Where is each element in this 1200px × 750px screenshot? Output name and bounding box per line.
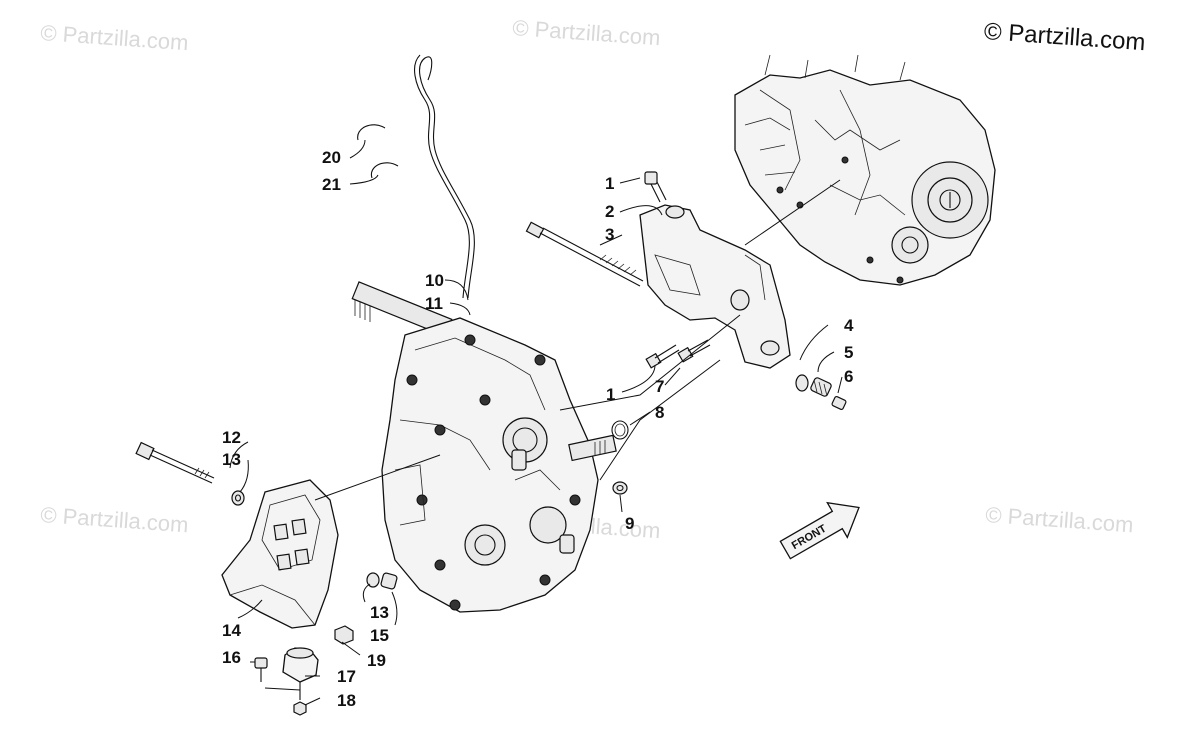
callout-5: 5: [844, 343, 853, 362]
callout-14: 14: [222, 621, 241, 640]
mount-bracket-14: [221, 479, 339, 629]
washer-13-spacer-15: [366, 572, 398, 590]
bolts-1-7: [645, 339, 711, 369]
callout-12: 12: [222, 428, 241, 447]
callout-9: 9: [625, 514, 634, 533]
callout-18: 18: [337, 691, 356, 710]
callout-20: 20: [322, 148, 341, 167]
callout-1: 1: [605, 174, 614, 193]
leader-lines: [229, 139, 843, 706]
callout-11: 11: [425, 294, 443, 313]
callout-19: 19: [367, 651, 386, 670]
callout-13-lower: 13: [370, 603, 389, 622]
callout-13-upper: 13: [222, 450, 241, 469]
nut-18: [293, 701, 307, 716]
callout-1-lower: 1: [606, 385, 615, 404]
engine-mount-bracket: [639, 204, 791, 369]
callout-10: 10: [425, 271, 444, 290]
callout-8: 8: [655, 403, 664, 422]
nut-19: [334, 625, 354, 645]
bolt-16: [254, 657, 268, 682]
fasteners-4-5-6: [795, 374, 847, 411]
rubber-mount-17: [282, 647, 319, 700]
watermark: © Partzilla.com: [40, 20, 190, 55]
hose-clamps-20-21: [357, 124, 399, 179]
watermark: © Partzilla.com: [512, 15, 662, 50]
o-ring-8: [611, 420, 629, 440]
washer-9: [612, 481, 628, 495]
callout-7: 7: [655, 377, 664, 396]
transmission-housing-11: [351, 281, 617, 613]
watermark: © Partzilla.com: [40, 502, 190, 537]
front-direction-arrow: FRONT: [779, 501, 860, 560]
callout-labels: 1 2 3 4 5 6 1 7 8 9 10 11 12 13 14 13 15…: [222, 148, 854, 710]
washer-13-upper: [231, 490, 245, 506]
callout-6: 6: [844, 367, 853, 386]
bolt-1-top: [644, 171, 667, 203]
callout-17: 17: [337, 667, 356, 686]
callout-4: 4: [844, 316, 854, 335]
engine-assembly: [734, 54, 996, 286]
callout-3: 3: [605, 225, 614, 244]
watermark: © Partzilla.com: [985, 502, 1135, 537]
long-bolt-12: [135, 441, 215, 484]
callout-16: 16: [222, 648, 241, 667]
callout-2: 2: [605, 202, 614, 221]
callout-21: 21: [322, 175, 341, 194]
callout-15: 15: [370, 626, 389, 645]
through-bolt-3: [525, 221, 644, 287]
vent-hose-10: [414, 54, 475, 299]
